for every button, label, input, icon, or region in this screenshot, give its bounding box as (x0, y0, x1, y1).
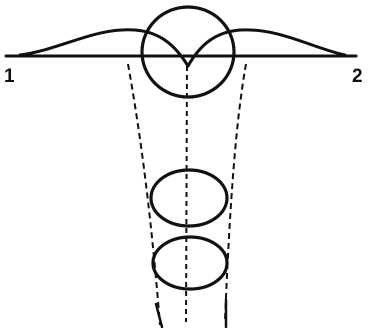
label-point-1: 1 (4, 66, 15, 87)
middle-ellipse (151, 170, 227, 226)
wave-curve-left (20, 30, 188, 66)
lower-ellipse (153, 237, 227, 289)
dashed-line-center (186, 66, 187, 322)
dashed-line-left (128, 64, 160, 325)
dashed-line-right (225, 64, 246, 320)
wave-curve-right (188, 30, 345, 66)
label-point-2: 2 (352, 66, 363, 87)
top-circle (142, 7, 234, 97)
